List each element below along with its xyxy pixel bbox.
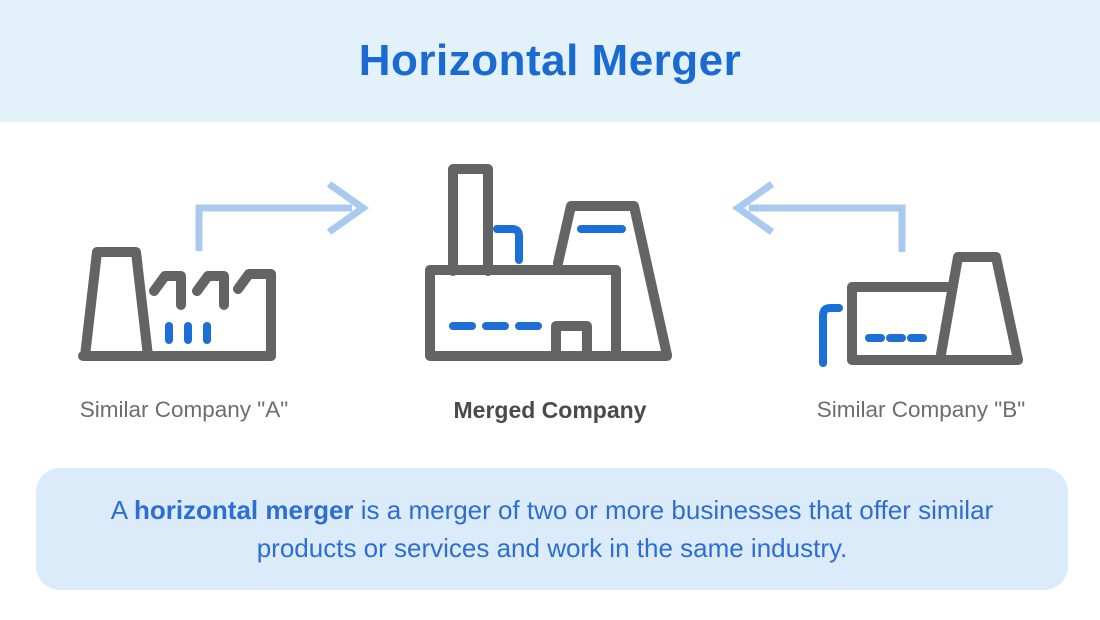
definition-highlight: horizontal merger xyxy=(133,495,354,525)
merged-cooling-tower xyxy=(553,201,672,360)
elbow-arrow-left-icon xyxy=(731,181,906,252)
company-b-label: Similar Company "B" xyxy=(816,397,1026,422)
definition-box: A horizontal merger is a merger of two o… xyxy=(36,468,1068,590)
merged-factory-icon xyxy=(425,164,672,361)
factory-b-icon xyxy=(819,252,1023,367)
definition-rest: is a merger of two or more businesses th… xyxy=(256,495,994,563)
factory-a-roof-tooth xyxy=(149,271,186,310)
merged-door xyxy=(551,321,592,361)
factory-b-pipe xyxy=(819,304,843,367)
factory-a-roof-tooth xyxy=(192,271,229,310)
factory-a-icon xyxy=(78,247,276,361)
header-banner: Horizontal Merger xyxy=(0,0,1100,122)
factory-b-cooling-tower xyxy=(935,252,1023,365)
page-title: Horizontal Merger xyxy=(358,36,742,85)
diagram-canvas xyxy=(78,164,1023,367)
factory-a-chimney xyxy=(80,247,153,361)
merged-building xyxy=(425,265,672,361)
definition-prefix: A xyxy=(110,495,127,525)
merged-company-label: Merged Company xyxy=(453,397,647,423)
merged-chimney xyxy=(448,164,493,276)
factory-a-right-wall xyxy=(233,269,276,361)
factory-b-building xyxy=(847,282,1023,365)
elbow-arrow-right-icon xyxy=(195,181,370,251)
company-a-label: Similar Company "A" xyxy=(79,397,289,422)
merged-pipe xyxy=(493,225,523,264)
factory-a-windows xyxy=(165,322,211,344)
definition-text: A horizontal merger is a merger of two o… xyxy=(78,491,1026,567)
